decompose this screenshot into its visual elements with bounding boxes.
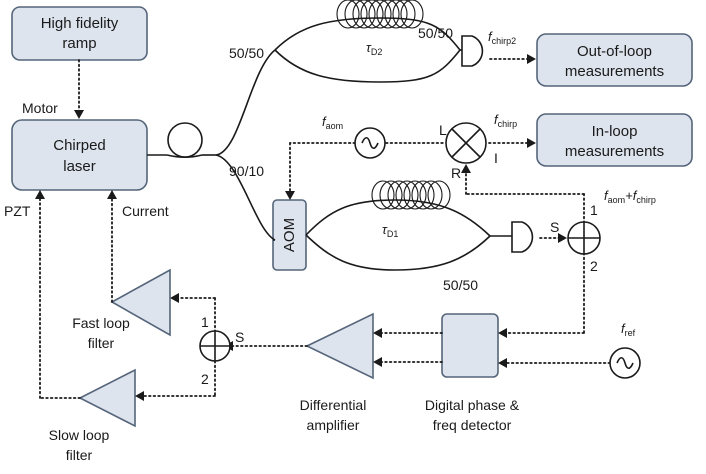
laser-label-line2: laser	[63, 158, 96, 175]
signal-paths	[39, 58, 611, 399]
delay-coil-d2	[336, 0, 424, 29]
f-ref-label: fref	[621, 321, 636, 338]
in-loop-label-line2: measurements	[565, 143, 664, 160]
current-label: Current	[122, 203, 169, 219]
sum-right-1-label: 1	[590, 202, 598, 218]
sum-right-2-label: 2	[590, 258, 598, 274]
ramp-label-line2: ramp	[62, 35, 96, 52]
f-aom-label: faom	[322, 114, 343, 131]
in-loop-label-line1: In-loop	[592, 123, 638, 140]
mixer-l-label: L	[439, 122, 447, 138]
diff-amp-label-line1: Differential	[300, 397, 367, 413]
fiber-paths	[147, 17, 512, 271]
f-chirp-label: fchirp	[494, 112, 517, 129]
split-top-label: 50/50	[229, 45, 264, 61]
f-sum-label: faom+fchirp	[604, 188, 656, 205]
sum-left-1-label: 1	[201, 314, 209, 330]
differential-amplifier-triangle	[305, 312, 374, 380]
diff-amp-label-line2: amplifier	[307, 417, 360, 433]
in-loop-measurements-box: In-loop measurements	[536, 113, 693, 167]
delay-coil-d1	[371, 180, 451, 210]
out-of-loop-measurements-box: Out-of-loop measurements	[536, 33, 693, 87]
fast-filter-label-line1: Fast loop	[72, 315, 130, 331]
laser-label-line1: Chirped	[53, 137, 106, 154]
photodetector-bottom	[511, 221, 534, 253]
mixer-symbol	[445, 122, 487, 164]
split-main-label: 90/10	[229, 163, 264, 179]
sum-left-2-label: 2	[201, 371, 209, 387]
phase-freq-detector-box	[441, 313, 499, 378]
summing-junction-right	[567, 221, 601, 255]
chirped-laser-box: Chirped laser	[11, 119, 148, 191]
split-top-right-label: 50/50	[418, 25, 453, 41]
out-loop-label-line1: Out-of-loop	[577, 43, 652, 60]
phase-det-label-line1: Digital phase &	[425, 397, 520, 413]
high-fidelity-ramp-box: High fidelity ramp	[11, 6, 148, 61]
mixer-i-label: I	[494, 150, 498, 166]
slow-filter-label-line1: Slow loop	[49, 427, 110, 443]
ref-source-oscillator	[609, 347, 641, 379]
pzt-label: PZT	[4, 203, 31, 219]
motor-label: Motor	[22, 100, 58, 116]
slow-filter-label-line2: filter	[66, 447, 93, 463]
mixer-r-label: R	[451, 165, 461, 181]
split-bottom-right-label: 50/50	[443, 277, 478, 293]
ramp-label-line1: High fidelity	[41, 15, 119, 32]
aom-box: AOM	[272, 199, 307, 271]
tau-d1-label: τD1	[382, 222, 398, 239]
fast-loop-filter-triangle	[110, 268, 171, 337]
sum-left-s-label: S	[235, 329, 244, 345]
fast-filter-label-line2: filter	[88, 335, 115, 351]
aom-label: AOM	[281, 218, 298, 252]
aom-source-oscillator	[354, 127, 386, 159]
slow-loop-filter-triangle	[78, 368, 136, 428]
phase-det-label-line2: freq detector	[433, 417, 512, 433]
photodetector-top	[461, 35, 484, 67]
f-chirp2-label: fchirp2	[488, 29, 516, 46]
out-loop-label-line2: measurements	[565, 63, 664, 80]
summing-junction-left	[199, 330, 231, 362]
tau-d2-label: τD2	[366, 40, 382, 57]
sum-right-s-label: S	[550, 219, 559, 235]
